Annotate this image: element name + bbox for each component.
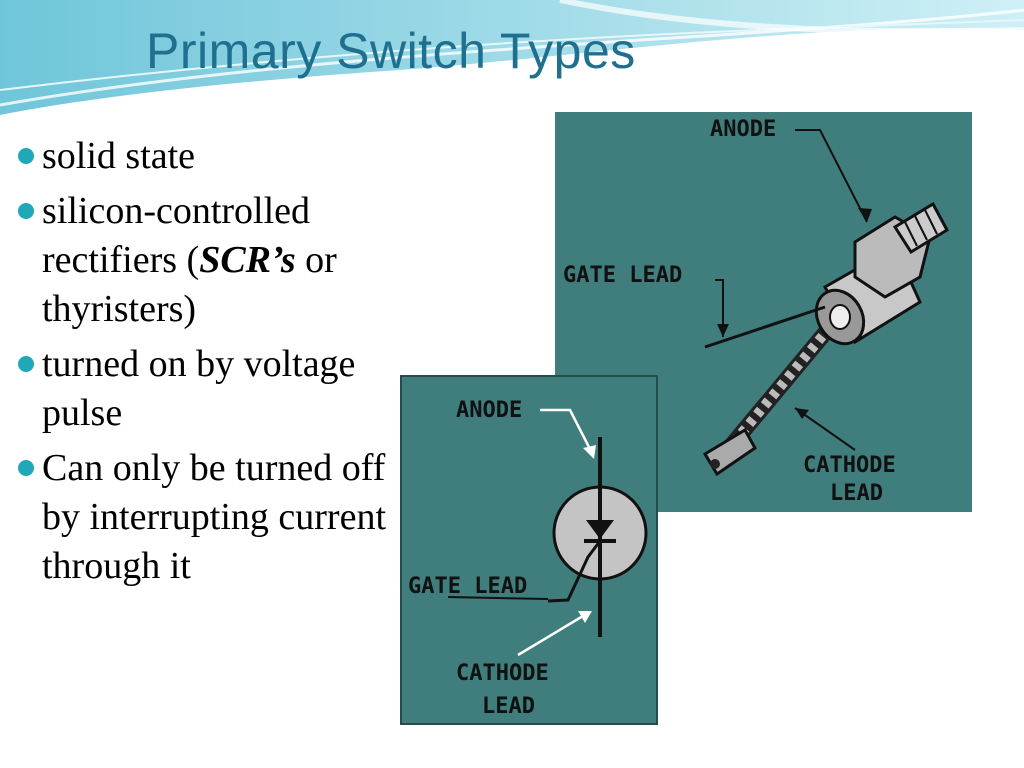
bullet-item: silicon-controlled rectifiers (SCR’s or … [14, 187, 404, 334]
cathode-lead-label: LEAD [830, 481, 883, 506]
bullet-text: turned on by voltage pulse [42, 343, 356, 434]
bullet-dot-icon [18, 203, 34, 219]
bullet-emphasis: SCR’s [199, 239, 296, 281]
bullet-text: or thyristers) [42, 239, 337, 330]
cathode-lead-label: LEAD [482, 694, 535, 719]
bullet-list: solid state silicon-controlled rectifier… [14, 132, 404, 597]
cathode-lead-braid [722, 319, 838, 455]
bullet-item: turned on by voltage pulse [14, 340, 404, 438]
bullet-dot-icon [18, 460, 34, 476]
scr-symbol-diagram: ANODE GATE LEAD CATHODE LEAD [400, 375, 658, 725]
cathode-lug [702, 427, 757, 477]
bullet-text: solid state [42, 135, 196, 177]
diode-triangle-icon [586, 520, 614, 539]
bullet-text: silicon-controlled rectifiers ( [42, 190, 311, 281]
bullet-dot-icon [18, 148, 34, 164]
bullet-item: Can only be turned off by interrupting c… [14, 444, 404, 591]
cathode-label: CATHODE [803, 453, 896, 478]
slide-title: Primary Switch Types [146, 23, 636, 79]
bullet-text: Can only be turned off by interrupting c… [42, 447, 387, 587]
scr-body [814, 201, 949, 346]
cathode-label: CATHODE [456, 661, 549, 686]
gate-lead-label: GATE LEAD [563, 263, 682, 288]
gate-lead-label: GATE LEAD [408, 574, 527, 599]
gate-line [547, 540, 602, 603]
gate-lead-wire [704, 305, 826, 349]
bullet-dot-icon [18, 356, 34, 372]
bullet-item: solid state [14, 132, 404, 181]
header-wave-decoration [0, 0, 1024, 115]
anode-label: ANODE [456, 398, 522, 423]
anode-label: ANODE [710, 117, 776, 142]
